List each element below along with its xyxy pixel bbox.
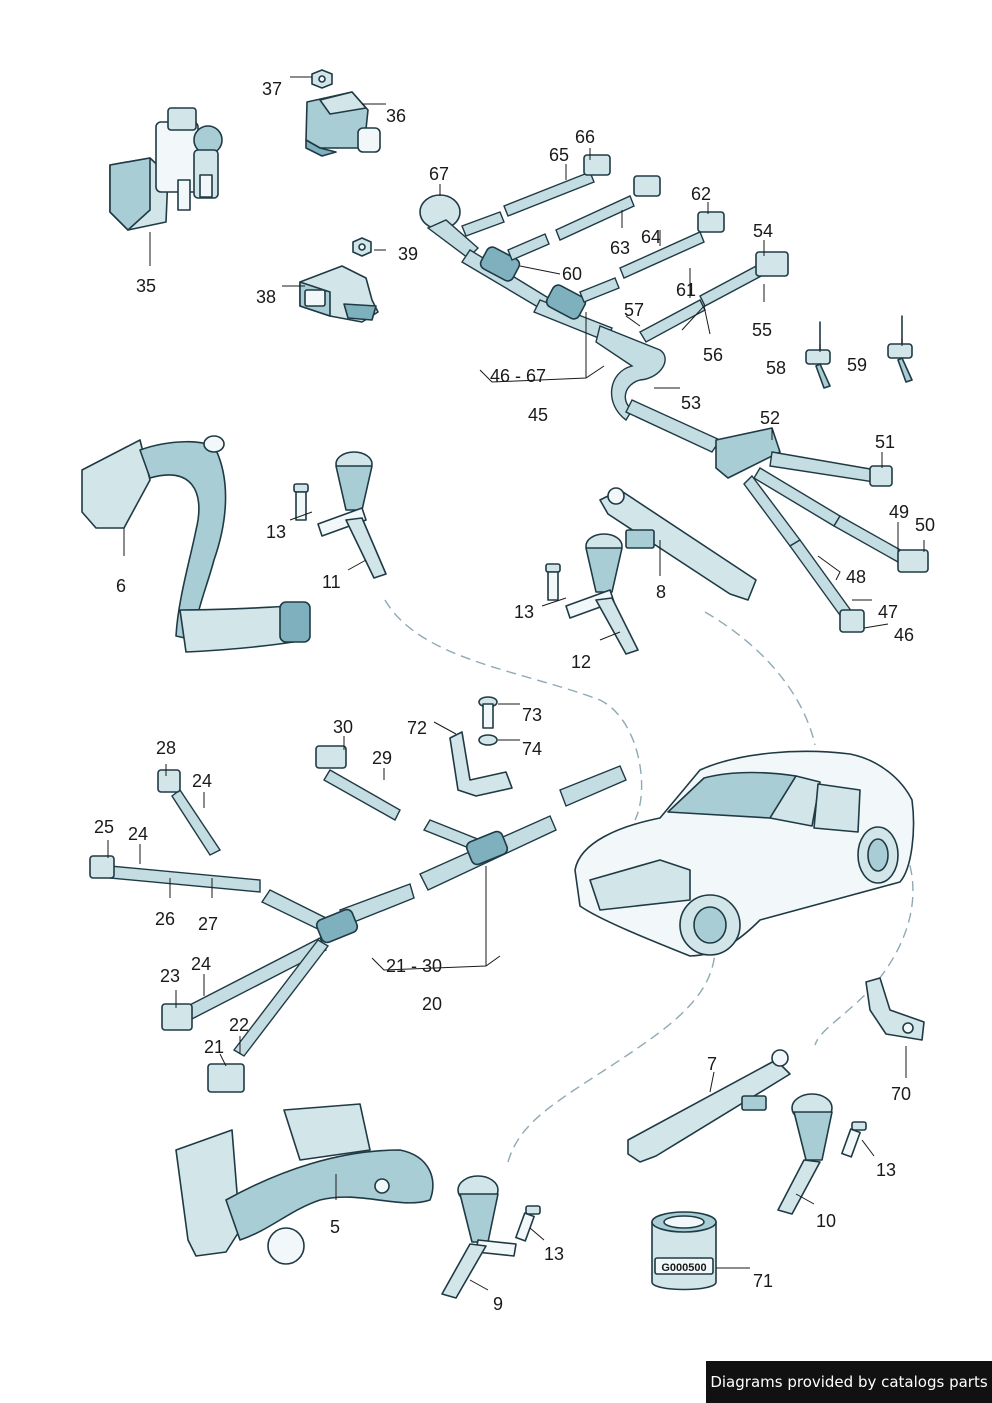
- part-13-bolt-b: [545, 563, 561, 601]
- label-22: 22: [229, 1015, 249, 1035]
- label-26: 26: [155, 909, 175, 929]
- label-74: 74: [522, 739, 542, 759]
- label-35: 35: [136, 276, 156, 296]
- label-53: 53: [681, 393, 701, 413]
- part-36-sensor: [305, 91, 381, 157]
- label-66: 66: [575, 127, 595, 147]
- label-46-67: 46 - 67: [490, 366, 546, 386]
- label-62: 62: [691, 184, 711, 204]
- part-35-control-unit: [109, 107, 223, 231]
- watermark-text: Diagrams provided by catalogs parts: [710, 1373, 988, 1391]
- label-13-c: 13: [876, 1160, 896, 1180]
- label-6: 6: [116, 576, 126, 596]
- part-6-bracket: [81, 435, 311, 653]
- part-73-bolt: [478, 696, 498, 729]
- label-73: 73: [522, 705, 542, 725]
- harness-20: [89, 745, 627, 1093]
- part-8-bracket: [599, 487, 757, 601]
- label-67: 67: [429, 164, 449, 184]
- label-48: 48: [846, 567, 866, 587]
- label-71: 71: [753, 1271, 773, 1291]
- label-28: 28: [156, 738, 176, 758]
- label-70: 70: [891, 1084, 911, 1104]
- label-65: 65: [549, 145, 569, 165]
- part-38-sensor: [299, 265, 379, 323]
- label-11: 11: [322, 572, 341, 592]
- label-36: 36: [386, 106, 406, 126]
- label-8: 8: [656, 582, 666, 602]
- label-37: 37: [262, 79, 282, 99]
- label-9: 9: [493, 1294, 503, 1314]
- label-45: 45: [528, 405, 548, 425]
- part-58-clip: [805, 321, 831, 389]
- label-72: 72: [407, 718, 427, 738]
- label-7: 7: [707, 1054, 717, 1074]
- label-13-b: 13: [514, 602, 534, 622]
- label-29: 29: [372, 748, 392, 768]
- part-71-can: G000500: [651, 1211, 717, 1291]
- label-46: 46: [894, 625, 914, 645]
- label-51: 51: [875, 432, 895, 452]
- part-7-bracket: [627, 1049, 791, 1163]
- label-24-b: 24: [128, 824, 148, 844]
- label-57: 57: [624, 300, 644, 320]
- label-39: 39: [398, 244, 418, 264]
- label-30: 30: [333, 717, 353, 737]
- guide-lines: [384, 599, 914, 1163]
- leader-lines: [107, 76, 925, 1291]
- label-64: 64: [641, 227, 661, 247]
- part-59-clip: [887, 315, 913, 383]
- car-illustration: [574, 750, 915, 957]
- label-24-c: 24: [191, 954, 211, 974]
- part-12-sensor: [565, 533, 639, 655]
- part-39-nut: [352, 237, 372, 257]
- watermark-banner: Diagrams provided by catalogs parts: [706, 1361, 992, 1403]
- part-11-sensor: [317, 451, 387, 579]
- label-49: 49: [889, 502, 909, 522]
- part-labels: 35 36 37 38 39 46 - 67 45 46 47 48 49 50…: [94, 79, 935, 1314]
- can-label: G000500: [661, 1262, 706, 1274]
- part-37-nut: [311, 69, 333, 89]
- label-23: 23: [160, 966, 180, 986]
- label-5: 5: [330, 1217, 340, 1237]
- part-74-washer: [478, 734, 498, 746]
- label-12: 12: [571, 652, 591, 672]
- label-27: 27: [198, 914, 218, 934]
- part-13-bolt-a: [293, 483, 309, 521]
- label-24-a: 24: [192, 771, 212, 791]
- part-13-bolt-c: [841, 1121, 867, 1158]
- label-52: 52: [760, 408, 780, 428]
- label-38: 38: [256, 287, 276, 307]
- label-47: 47: [878, 602, 898, 622]
- label-20: 20: [422, 994, 442, 1014]
- label-61: 61: [676, 280, 696, 300]
- label-60: 60: [562, 264, 582, 284]
- label-10: 10: [816, 1211, 836, 1231]
- label-54: 54: [753, 221, 773, 241]
- label-58: 58: [766, 358, 786, 378]
- label-25: 25: [94, 817, 114, 837]
- label-59: 59: [847, 355, 867, 375]
- label-55: 55: [752, 320, 772, 340]
- part-70-bracket: [865, 977, 925, 1041]
- label-13-d: 13: [544, 1244, 564, 1264]
- label-63: 63: [610, 238, 630, 258]
- part-9-sensor: [441, 1175, 517, 1299]
- part-13-bolt-d: [515, 1205, 541, 1242]
- label-56: 56: [703, 345, 723, 365]
- harness-45: [419, 154, 929, 633]
- part-5-bracket: [175, 1103, 434, 1265]
- label-13-a: 13: [266, 522, 286, 542]
- label-50: 50: [915, 515, 935, 535]
- label-21: 21: [204, 1037, 224, 1057]
- part-72-bracket: [449, 731, 513, 797]
- label-21-30: 21 - 30: [386, 956, 442, 976]
- part-10-sensor: [777, 1093, 833, 1215]
